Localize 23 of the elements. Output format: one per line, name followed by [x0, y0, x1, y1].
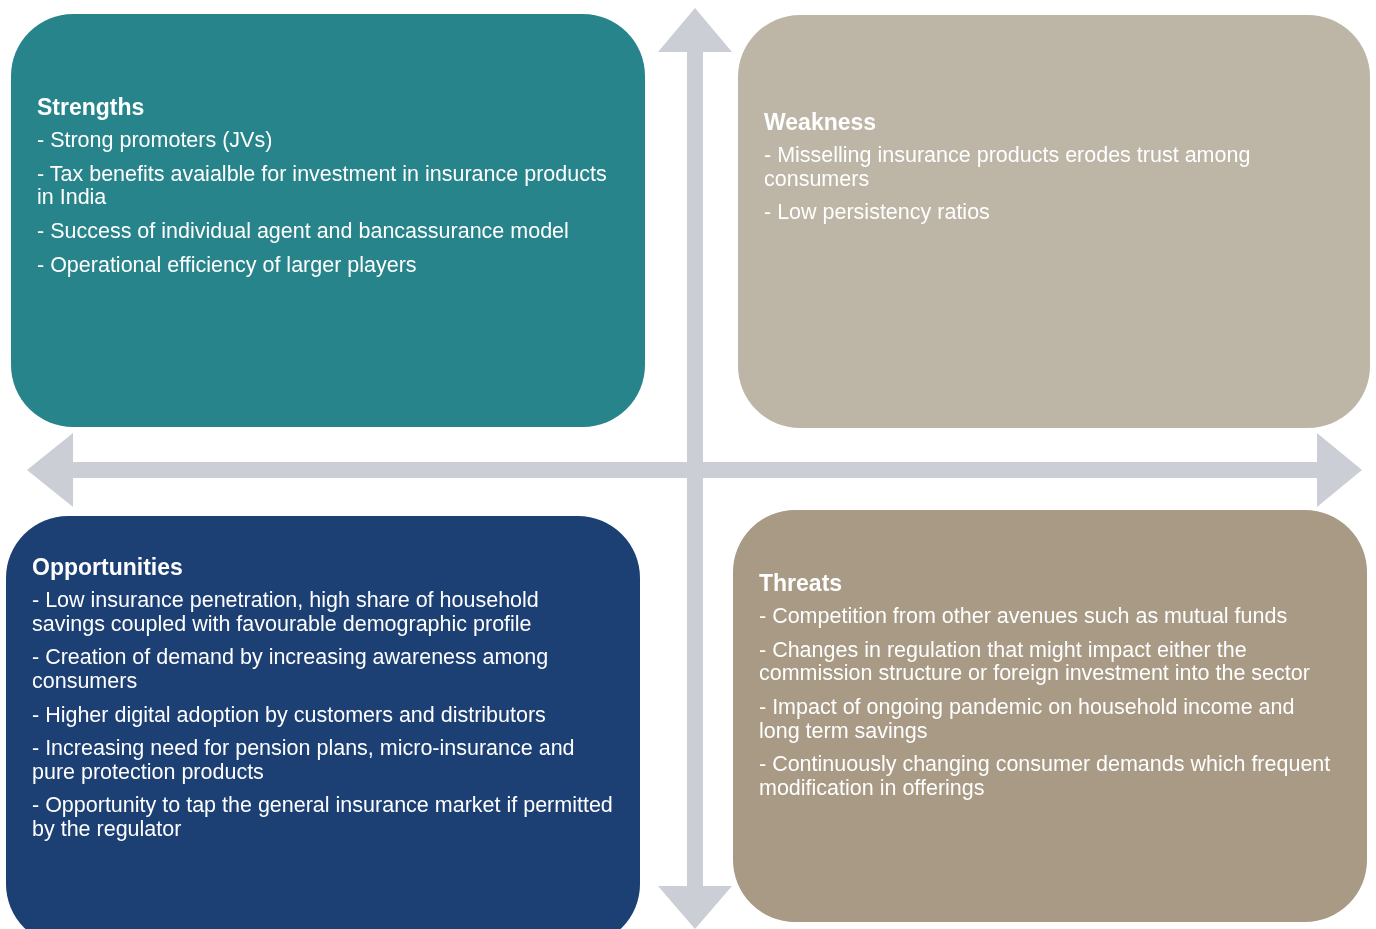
bullet-point: - Competition from other avenues such as mutual funds — [759, 605, 1289, 629]
bullet-point: - Continuously changing consumer demands which frequent modification in offerings — [759, 753, 1332, 801]
quadrant-card — [738, 15, 1370, 428]
bullet-point: - Tax benefits avaialble for investment in insurance products in India — [37, 162, 608, 210]
quadrant-heading: Weakness — [764, 109, 878, 136]
quadrant-heading: Opportunities — [32, 554, 184, 581]
bullet-point: - Low insurance penetration, high share of household savings coupled with favourable demographic profile — [32, 589, 540, 637]
bullet-point: - Low persistency ratios — [764, 201, 991, 225]
quadrant-card — [6, 516, 640, 929]
quadrant-heading: Strengths — [37, 94, 146, 121]
bullet-point: - Higher digital adoption by customers and distributors — [32, 703, 547, 728]
bullet-point: - Misselling insurance products erodes trust among consumers — [764, 144, 1252, 192]
bullet-point: - Operational efficiency of larger players — [37, 253, 418, 278]
bullet-point: - Strong promoters (JVs) — [37, 129, 274, 153]
quadrant-heading: Threats — [759, 570, 844, 597]
bullet-point: - Increasing need for pension plans, micro-insurance and pure protection products — [32, 737, 576, 785]
bullet-point: - Impact of ongoing pandemic on household income and long term savings — [759, 695, 1296, 744]
bullet-point: - Changes in regulation that might impact either the commission structure or foreign investment into the sector — [759, 638, 1311, 686]
quadrant-card — [733, 510, 1367, 922]
bullet-point: - Creation of demand by increasing awareness among consumers — [32, 646, 550, 694]
bullet-point: - Opportunity to tap the general insurance market if permitted by the regulator — [32, 794, 614, 842]
quadrant-card — [11, 14, 645, 427]
bullet-point: - Success of individual agent and bancassurance model — [37, 219, 570, 244]
